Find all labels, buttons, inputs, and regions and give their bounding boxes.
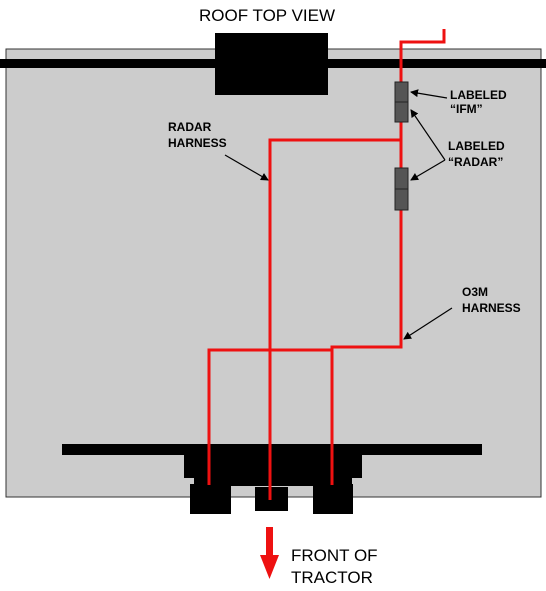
o3m-harness-callout-line2: HARNESS — [462, 301, 521, 315]
radar-harness-callout-line1: RADAR — [168, 120, 212, 134]
radar-leader-2 — [410, 159, 446, 181]
diagram-title: ROOF TOP VIEW — [199, 6, 335, 25]
o3m-harness-callout-line1: O3M — [462, 285, 488, 299]
radar-callout-line2: “RADAR” — [448, 155, 503, 169]
o3m-harness-branch — [207, 348, 332, 485]
roof-unit — [215, 33, 328, 95]
roof-outline — [5, 48, 542, 498]
front-label-line1: FRONT OF — [291, 546, 378, 565]
sensor-right — [313, 484, 353, 514]
radar-callout-line1: LABELED — [448, 139, 505, 153]
front-bar — [62, 444, 482, 455]
radar-connector — [394, 167, 409, 211]
radar-harness-line — [268, 138, 401, 500]
radar-leader-1 — [410, 109, 446, 161]
arrow-down-icon — [260, 527, 279, 579]
radar-harness-leader — [224, 154, 269, 181]
ifm-connector — [394, 81, 409, 123]
radar-harness-callout-line2: HARNESS — [168, 136, 227, 150]
front-mount — [184, 455, 362, 486]
ifm-leader — [410, 89, 448, 99]
ifm-callout-line2: “IFM” — [450, 102, 483, 116]
ifm-callout-line1: LABELED — [450, 88, 507, 102]
sensor-left — [190, 484, 231, 514]
front-label-line2: TRACTOR — [291, 568, 373, 587]
o3m-harness-leader — [403, 307, 453, 340]
